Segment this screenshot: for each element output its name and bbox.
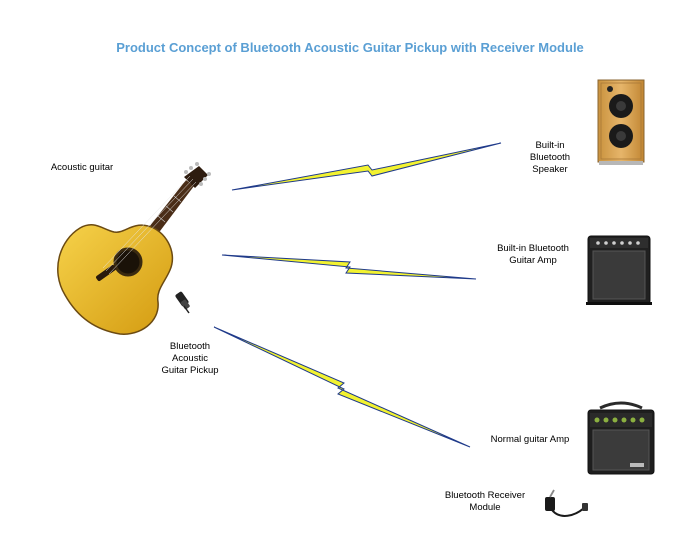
guitar-amp-icon <box>586 235 652 305</box>
bluetooth-bolt-icon <box>221 254 477 280</box>
receiver-cable-icon <box>545 489 588 517</box>
guitar-label: Acoustic guitar <box>50 162 114 173</box>
acoustic-guitar-icon <box>57 162 211 335</box>
speaker-icon <box>597 79 645 165</box>
bluetooth-bolt-icon <box>231 142 502 191</box>
pickup-label: Bluetooth Acoustic Guitar Pickup <box>161 341 219 376</box>
guitar-amp-icon <box>587 401 655 475</box>
pickup-clip-icon <box>175 291 190 314</box>
speaker-label: Built-in Bluetooth Speaker <box>529 140 571 175</box>
diagram-title: Product Concept of Bluetooth Acoustic Gu… <box>116 40 584 55</box>
bt-amp-label: Built-in Bluetooth Guitar Amp <box>497 243 569 266</box>
normal-amp-label: Normal guitar Amp <box>490 434 570 445</box>
bluetooth-bolt-icon <box>213 326 471 448</box>
receiver-label: Bluetooth Receiver Module <box>444 490 526 513</box>
